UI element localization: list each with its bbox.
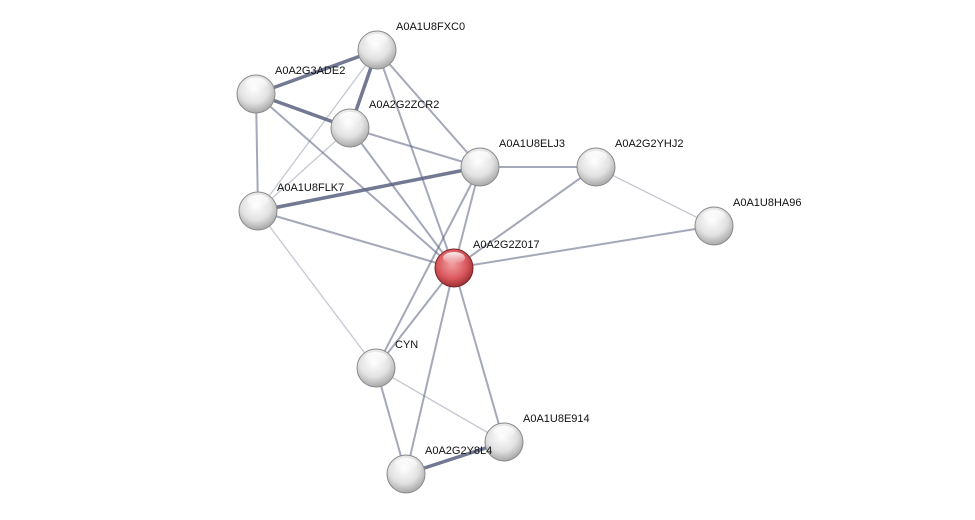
edge-A0A1U8FXC0-A0A1U8FLK7[interactable] (257, 49, 378, 212)
edge-A0A1U8FXC0-A0A2G3ADE2[interactable] (255, 48, 378, 96)
edge-A0A2G2YHJ2-A0A2G2Z017[interactable] (453, 166, 597, 269)
node-A0A1U8FXC0[interactable] (357, 30, 397, 70)
node-A0A2G3ADE2[interactable] (236, 74, 276, 114)
edge-A0A2G2ZCR2-A0A1U8ELJ3[interactable] (349, 127, 481, 168)
node-label: CYN (395, 339, 419, 351)
node-A0A2G2ZCR2[interactable] (330, 108, 370, 148)
node-label: A0A1U8FLK7 (277, 182, 345, 194)
node-label: A0A1U8HA96 (733, 197, 802, 209)
node-A0A1U8E914[interactable] (484, 422, 524, 462)
node-A0A2G2YHJ2[interactable] (576, 147, 616, 187)
edge-A0A1U8FXC0-A0A2G2Z017[interactable] (376, 49, 455, 269)
node-label: A0A2G3ADE2 (275, 65, 346, 77)
edge-A0A2G2Z017-A0A2G2Y8L4[interactable] (405, 267, 455, 475)
edge-A0A1U8FLK7-CYN[interactable] (257, 210, 377, 369)
edge-A0A1U8FLK7-A0A2G2Z017[interactable] (257, 210, 455, 269)
node-label: A0A2G2Y8L4 (425, 445, 493, 457)
edge-A0A2G3ADE2-A0A1U8FLK7[interactable] (255, 93, 259, 212)
edge-A0A1U8ELJ3-CYN[interactable] (375, 166, 481, 369)
edge-A0A2G2ZCR2-A0A2G2Z017[interactable] (349, 127, 455, 269)
node-A0A1U8FLK7[interactable] (238, 191, 278, 231)
node-label: A0A1U8FXC0 (396, 21, 466, 33)
edge-A0A1U8HA96-A0A2G2Z017[interactable] (453, 225, 715, 269)
node-label: A0A1U8E914 (523, 413, 590, 425)
node-label: A0A2G2YHJ2 (615, 138, 684, 150)
node-label: A0A2G2Z017 (473, 239, 540, 251)
node-label: A0A1U8ELJ3 (499, 138, 566, 150)
edge-A0A2G3ADE2-A0A2G2Z017[interactable] (255, 93, 455, 269)
edge-A0A2G2Z017-A0A1U8E914[interactable] (453, 267, 505, 443)
edge-A0A2G2YHJ2-A0A1U8HA96[interactable] (595, 166, 715, 227)
edge-A0A1U8FXC0-A0A1U8ELJ3[interactable] (376, 49, 481, 168)
edge-CYN-A0A1U8E914[interactable] (375, 367, 505, 443)
edge-A0A2G2Z017-CYN[interactable] (375, 267, 455, 369)
edge-A0A2G2ZCR2-A0A1U8FLK7[interactable] (257, 127, 351, 212)
node-A0A2G2Z017[interactable] (434, 248, 474, 288)
edge-A0A1U8FLK7-A0A1U8ELJ3[interactable] (257, 165, 481, 213)
node-label: A0A2G2ZCR2 (369, 99, 440, 111)
node-CYN[interactable] (356, 348, 396, 388)
node-A0A1U8HA96[interactable] (694, 206, 734, 246)
node-A0A2G2Y8L4[interactable] (386, 454, 426, 494)
node-A0A1U8ELJ3[interactable] (460, 147, 500, 187)
